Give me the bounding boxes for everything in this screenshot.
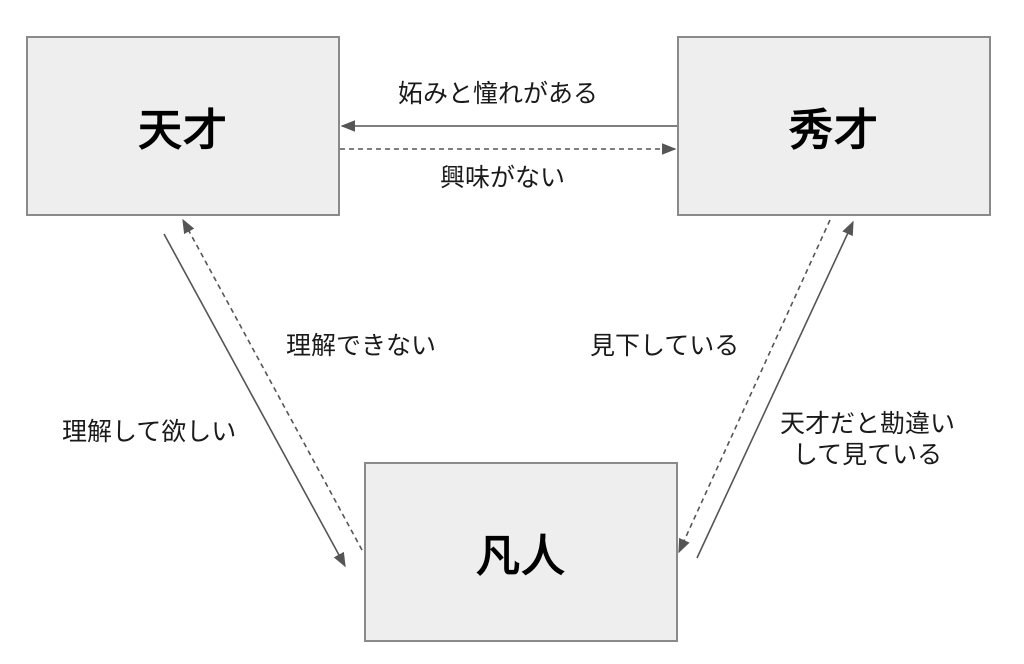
edge-label-ordinary-to-genius: 理解できない: [286, 331, 437, 360]
edge-label-ordinary-to-talent-line1: 天才だと勘違い: [780, 409, 956, 438]
node-genius-label: 天才: [138, 105, 228, 156]
edge-label-ordinary-to-talent: 天才だと勘違い して見ている: [780, 408, 955, 471]
arrow-genius-to-ordinary: [163, 233, 346, 568]
arrow-talent-to-ordinary: [678, 219, 831, 554]
node-genius: 天才: [26, 36, 340, 216]
arrow-ordinary-to-talent: [696, 220, 854, 559]
node-talent-label: 秀才: [789, 105, 879, 156]
node-ordinary: 凡人: [364, 462, 678, 642]
arrow-ordinary-to-genius: [182, 218, 363, 551]
node-ordinary-label: 凡人: [476, 531, 566, 582]
edge-label-genius-to-talent: 興味がない: [440, 163, 566, 192]
edge-label-ordinary-to-talent-line2: して見ている: [792, 440, 943, 470]
node-talent: 秀才: [677, 36, 991, 216]
edge-label-talent-to-genius: 妬みと憧れがある: [398, 79, 599, 108]
edge-label-talent-to-ordinary: 見下している: [590, 331, 740, 360]
edge-label-genius-to-ordinary: 理解して欲しい: [62, 417, 237, 446]
